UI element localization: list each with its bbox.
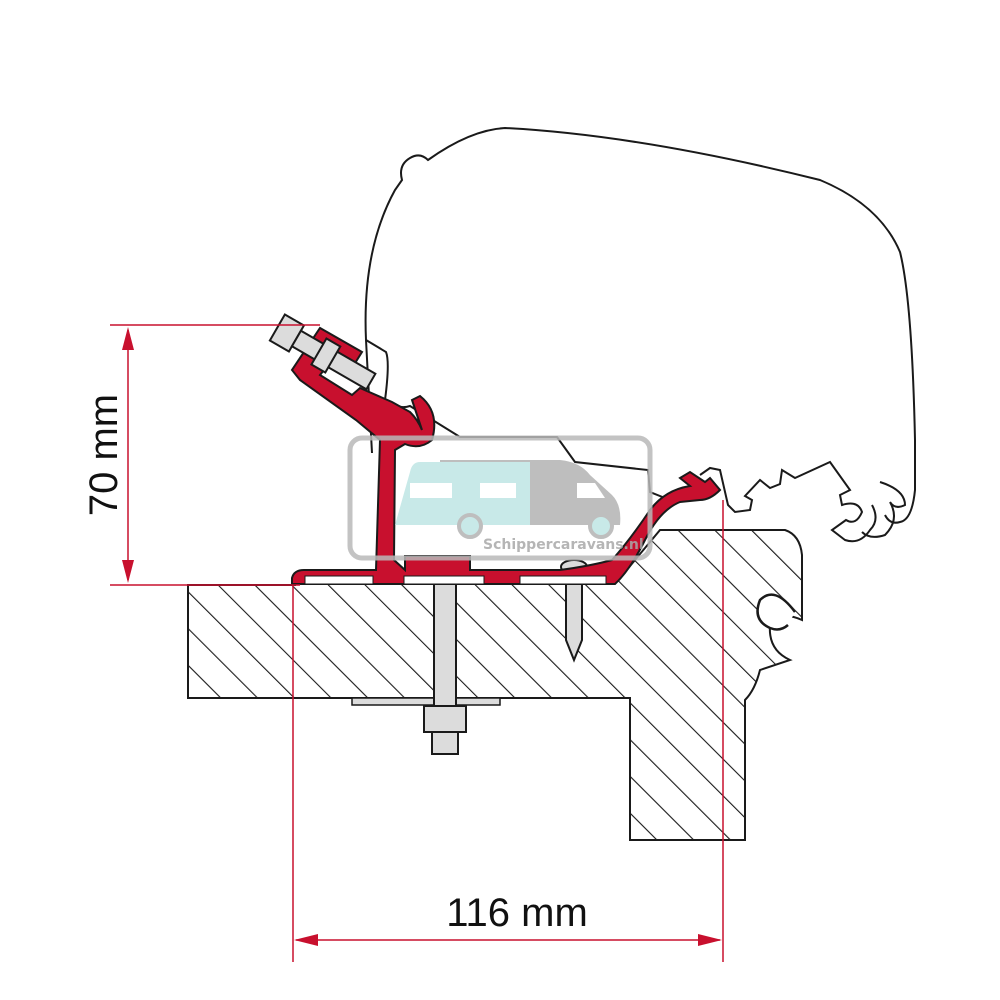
dimension-width: 116 mm xyxy=(292,500,724,962)
grip-serrations xyxy=(304,575,607,585)
height-dimension-label: 70 mm xyxy=(82,394,126,516)
bolt-tip xyxy=(431,731,459,755)
bolt-nut xyxy=(423,705,467,733)
awning-cassette xyxy=(364,126,916,524)
width-dimension-label: 116 mm xyxy=(446,891,588,935)
wood-screw xyxy=(565,577,583,663)
clamp-bolt xyxy=(268,313,377,391)
dimension-height: 70 mm xyxy=(82,324,320,586)
backing-plate xyxy=(351,697,501,706)
awning-profile-tail xyxy=(699,460,877,543)
wall-rail-channel xyxy=(756,593,797,631)
watermark-caravan-icon xyxy=(395,462,530,525)
watermark-logo: Schippercaravans.nl xyxy=(347,435,653,561)
watermark-text: Schippercaravans.nl xyxy=(483,537,644,553)
awning-profile-curl xyxy=(861,481,907,538)
